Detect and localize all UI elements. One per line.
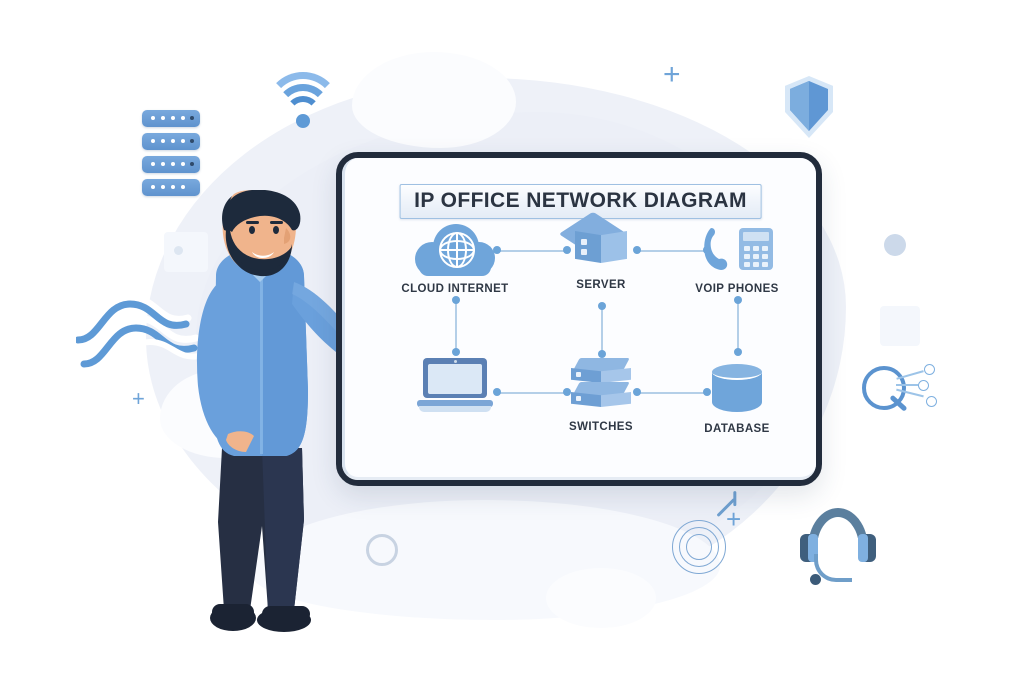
database-icon xyxy=(677,354,797,416)
server-cube-icon xyxy=(541,210,661,272)
tablet-screen: IP OFFICE NETWORK DIAGRAM xyxy=(342,158,816,480)
page-title: IP OFFICE NETWORK DIAGRAM xyxy=(399,184,762,219)
handset-icon xyxy=(704,228,728,270)
node-label: CLOUD INTERNET xyxy=(401,283,509,295)
edge-server-switches xyxy=(601,306,603,354)
wifi-dot xyxy=(296,114,310,128)
edge-server-voip xyxy=(637,250,707,252)
background-square-left xyxy=(164,232,208,272)
switches-icon xyxy=(541,352,661,414)
node-database[interactable]: DATABASE xyxy=(677,354,797,435)
target-arrow-icon xyxy=(672,497,736,574)
ring-outline-icon xyxy=(366,534,398,566)
edge-dot xyxy=(452,296,460,304)
network-cables-icon xyxy=(74,268,236,378)
edge-voip-database xyxy=(737,300,739,352)
magnifier-network-icon xyxy=(862,362,942,418)
node-laptop[interactable] xyxy=(395,354,515,419)
laptop-icon xyxy=(395,354,515,412)
phone-keypad xyxy=(739,228,773,270)
edge-dot xyxy=(633,388,641,396)
edge-laptop-switches xyxy=(497,392,567,394)
node-label: VOIP PHONES xyxy=(695,283,779,295)
edge-dot xyxy=(452,348,460,356)
edge-cloud-server xyxy=(497,250,567,252)
node-server[interactable]: SERVER xyxy=(541,210,661,291)
node-cloud-internet[interactable]: CLOUD INTERNET xyxy=(395,214,515,295)
plus-icon: + xyxy=(726,504,742,534)
node-label: DATABASE xyxy=(704,423,770,435)
headset-icon xyxy=(800,508,876,585)
edge-switches-database xyxy=(637,392,707,394)
edge-dot xyxy=(734,348,742,356)
background-circle-right xyxy=(884,234,906,256)
edge-dot xyxy=(703,388,711,396)
edge-dot xyxy=(734,296,742,304)
background-circle-top-left xyxy=(174,246,183,255)
wifi-signal-icon xyxy=(265,72,341,128)
tablet-device: IP OFFICE NETWORK DIAGRAM xyxy=(336,152,822,486)
cloud-globe-icon xyxy=(395,214,515,276)
voip-phone-icon xyxy=(677,214,797,276)
page-title-text: IP OFFICE NETWORK DIAGRAM xyxy=(414,189,747,212)
edge-dot xyxy=(493,388,501,396)
shield-icon xyxy=(785,76,833,138)
background-cloud-bottom xyxy=(546,568,656,628)
presenter-illustration xyxy=(176,189,396,652)
node-voip-phones[interactable]: VOIP PHONES xyxy=(677,214,797,295)
edge-dot xyxy=(598,350,606,358)
edge-dot xyxy=(493,246,501,254)
node-label: SWITCHES xyxy=(569,421,633,433)
edge-dot xyxy=(563,246,571,254)
edge-dot xyxy=(598,302,606,310)
edge-dot xyxy=(633,246,641,254)
edge-cloud-laptop xyxy=(455,300,457,352)
plus-icon: + xyxy=(132,386,145,411)
background-square-right xyxy=(880,306,920,346)
server-rack-icon xyxy=(142,110,200,196)
node-switches[interactable]: SWITCHES xyxy=(541,352,661,433)
edge-dot xyxy=(563,388,571,396)
background-cloud-top xyxy=(352,52,516,148)
plus-icon: + xyxy=(663,58,681,91)
node-label: SERVER xyxy=(576,279,626,291)
